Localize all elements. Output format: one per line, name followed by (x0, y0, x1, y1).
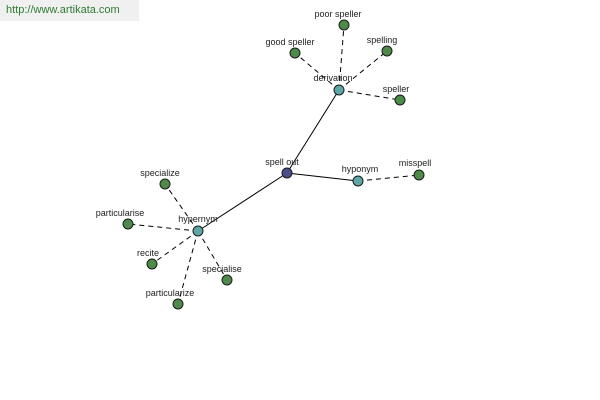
node-derivation[interactable] (333, 84, 345, 96)
edge-derivation-poor-speller (338, 24, 345, 91)
edge-root-derivation (286, 89, 340, 174)
node-particularise[interactable] (122, 218, 134, 230)
label-recite: recite (137, 248, 159, 258)
label-good-speller: good speller (265, 37, 314, 47)
node-root[interactable] (281, 167, 293, 179)
node-hypernym[interactable] (192, 225, 204, 237)
label-root: spell out (265, 157, 299, 167)
edge-hypernym-specialize (164, 183, 199, 232)
edge-hyponym-misspell (357, 174, 420, 182)
edge-derivation-good-speller (294, 52, 340, 91)
node-good-speller[interactable] (289, 47, 301, 59)
graph-labels: spell out derivation hypernym hyponym poor s… (96, 9, 432, 298)
label-poor-speller: poor speller (314, 9, 361, 19)
node-specialise[interactable] (221, 274, 233, 286)
edge-root-hypernym (197, 172, 288, 232)
edge-hypernym-recite (151, 230, 199, 265)
edge-hypernym-particularise (127, 223, 199, 232)
label-specialize: specialize (140, 168, 180, 178)
edge-root-hyponym (286, 172, 359, 182)
label-speller: speller (383, 84, 410, 94)
edge-derivation-speller (338, 89, 401, 101)
label-hypernym: hypernym (178, 214, 218, 224)
label-specialise: specialise (202, 264, 242, 274)
graph-edges (127, 24, 420, 305)
label-particularise: particularise (96, 208, 145, 218)
label-particularize: particularize (146, 288, 195, 298)
edge-hypernym-particularize (177, 230, 199, 305)
watermark-url: http://www.artikata.com (0, 0, 139, 21)
label-misspell: misspell (399, 158, 432, 168)
node-poor-speller[interactable] (338, 19, 350, 31)
node-speller[interactable] (394, 94, 406, 106)
label-derivation: derivation (313, 73, 352, 83)
node-particularize[interactable] (172, 298, 184, 310)
node-misspell[interactable] (413, 169, 425, 181)
graph-nodes (122, 19, 425, 310)
node-hyponym[interactable] (352, 175, 364, 187)
label-spelling: spelling (367, 35, 398, 45)
label-hyponym: hyponym (342, 164, 379, 174)
node-recite[interactable] (146, 258, 158, 270)
node-specialize[interactable] (159, 178, 171, 190)
edge-hypernym-specialise (197, 230, 228, 281)
node-spelling[interactable] (381, 45, 393, 57)
edge-derivation-spelling (338, 50, 388, 91)
